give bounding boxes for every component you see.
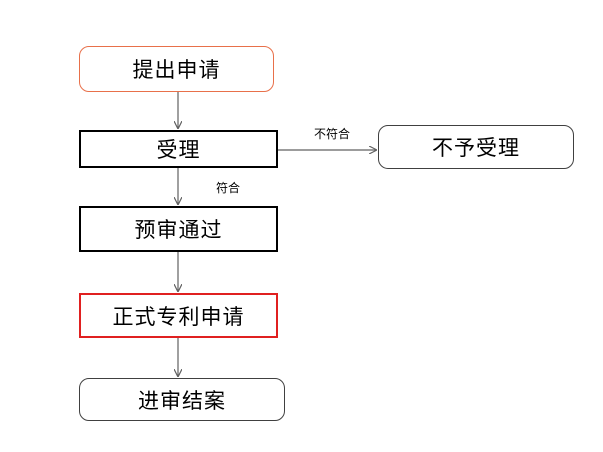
edge-label-not-compliant: 不符合 xyxy=(314,127,351,141)
node-reject: 不予受理 xyxy=(378,125,574,169)
node-pre-review-passed: 预审通过 xyxy=(79,206,278,252)
node-examination-closed-label: 进审结案 xyxy=(138,388,226,413)
node-formal-patent-application: 正式专利申请 xyxy=(79,293,278,338)
node-formal-patent-application-label: 正式专利申请 xyxy=(112,304,245,329)
node-accept: 受理 xyxy=(79,130,278,168)
node-reject-label: 不予受理 xyxy=(432,136,520,160)
node-examination-closed: 进审结案 xyxy=(79,378,285,421)
node-submit-application-label: 提出申请 xyxy=(132,58,221,82)
node-pre-review-passed-label: 预审通过 xyxy=(134,218,223,242)
node-accept-label: 受理 xyxy=(156,138,201,162)
node-submit-application: 提出申请 xyxy=(79,46,274,92)
edge-label-compliant: 符合 xyxy=(216,181,241,195)
